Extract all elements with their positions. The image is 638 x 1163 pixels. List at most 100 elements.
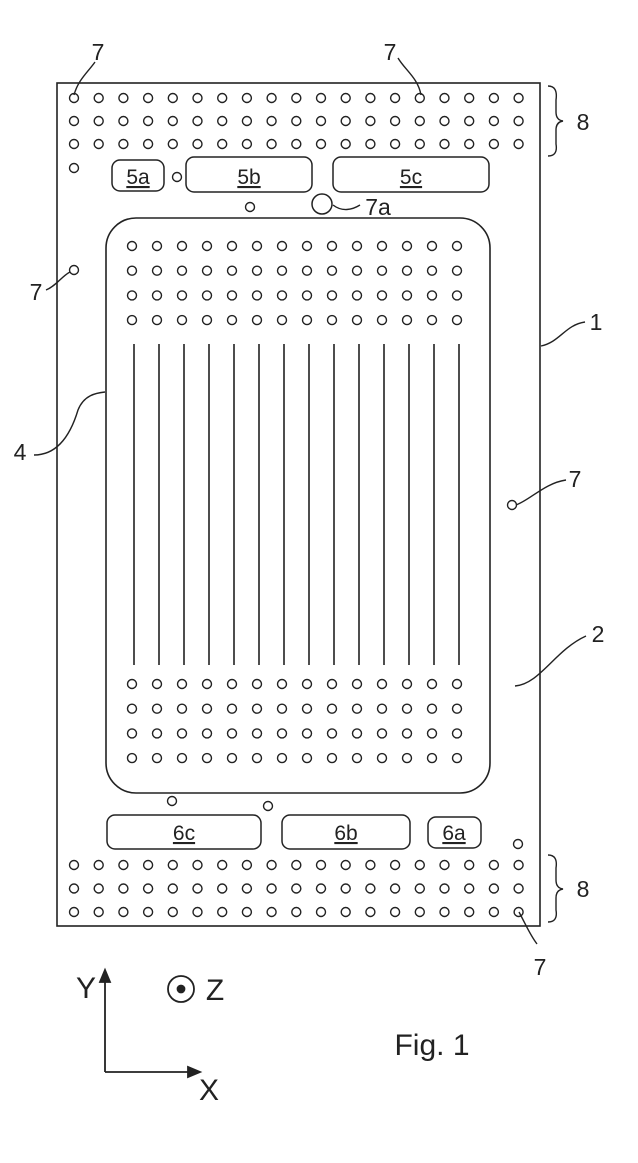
- axis-y-label: Y: [76, 972, 96, 1005]
- hole: [508, 501, 517, 510]
- hole: [242, 884, 251, 893]
- ref-2: 2: [592, 621, 605, 647]
- hole: [267, 908, 276, 917]
- hole: [366, 117, 375, 126]
- hole: [193, 884, 202, 893]
- hole: [218, 140, 227, 149]
- hole: [242, 140, 251, 149]
- hole: [328, 680, 337, 689]
- hole: [403, 291, 412, 300]
- hole: [317, 117, 326, 126]
- hole: [267, 117, 276, 126]
- hole: [440, 117, 449, 126]
- hole: [128, 291, 137, 300]
- hole: [168, 861, 177, 870]
- hole: [144, 94, 153, 103]
- hole: [489, 861, 498, 870]
- hole: [353, 291, 362, 300]
- hole: [203, 754, 212, 763]
- hole: [465, 861, 474, 870]
- hole: [168, 884, 177, 893]
- ref-7: 7: [92, 39, 105, 65]
- hole: [253, 316, 262, 325]
- hole: [153, 704, 162, 713]
- hole: [428, 291, 437, 300]
- hole: [153, 680, 162, 689]
- ref-7a: 7a: [365, 194, 391, 220]
- hole: [514, 840, 523, 849]
- hole: [153, 266, 162, 275]
- hole: [378, 242, 387, 251]
- hole: [328, 729, 337, 738]
- hole: [341, 117, 350, 126]
- hole: [489, 94, 498, 103]
- hole: [403, 754, 412, 763]
- port-label-6a: 6a: [442, 822, 466, 845]
- hole: [267, 861, 276, 870]
- axis-x-label: X: [199, 1074, 219, 1107]
- hole: [353, 316, 362, 325]
- plate-outline: [57, 83, 540, 926]
- hole: [119, 861, 128, 870]
- hole: [128, 729, 137, 738]
- hole: [253, 754, 262, 763]
- hole: [465, 140, 474, 149]
- hole: [328, 291, 337, 300]
- hole: [278, 704, 287, 713]
- hole: [514, 861, 523, 870]
- hole: [341, 94, 350, 103]
- hole: [278, 680, 287, 689]
- hole: [415, 140, 424, 149]
- hole: [292, 861, 301, 870]
- hole: [428, 242, 437, 251]
- hole: [228, 266, 237, 275]
- hole: [465, 908, 474, 917]
- hole: [153, 754, 162, 763]
- hole: [153, 316, 162, 325]
- ref-7: 7: [30, 279, 43, 305]
- hole: [453, 242, 462, 251]
- hole: [193, 140, 202, 149]
- hole: [415, 861, 424, 870]
- hole: [353, 680, 362, 689]
- hole: [403, 316, 412, 325]
- hole: [353, 242, 362, 251]
- hole: [242, 117, 251, 126]
- hole: [391, 861, 400, 870]
- hole: [264, 802, 273, 811]
- hole: [70, 884, 79, 893]
- hole: [292, 908, 301, 917]
- hole: [366, 140, 375, 149]
- hole: [144, 884, 153, 893]
- hole: [303, 680, 312, 689]
- main-hole: [312, 194, 332, 214]
- hole: [253, 729, 262, 738]
- hole: [428, 754, 437, 763]
- ref-4: 4: [14, 439, 27, 465]
- hole: [403, 680, 412, 689]
- hole: [70, 164, 79, 173]
- hole: [465, 884, 474, 893]
- hole: [70, 861, 79, 870]
- hole: [378, 729, 387, 738]
- hole: [253, 680, 262, 689]
- hole: [70, 140, 79, 149]
- figure-caption: Fig. 1: [394, 1029, 469, 1062]
- hole: [453, 754, 462, 763]
- hole: [153, 242, 162, 251]
- hole: [453, 680, 462, 689]
- hole: [391, 117, 400, 126]
- ref-8: 8: [577, 109, 590, 135]
- hole: [203, 291, 212, 300]
- hole: [403, 242, 412, 251]
- hole: [128, 680, 137, 689]
- ref-7: 7: [569, 466, 582, 492]
- hole: [465, 94, 474, 103]
- hole: [253, 291, 262, 300]
- hole: [70, 117, 79, 126]
- hole: [173, 173, 182, 182]
- hole: [153, 729, 162, 738]
- hole: [178, 242, 187, 251]
- hole: [267, 884, 276, 893]
- hole: [153, 291, 162, 300]
